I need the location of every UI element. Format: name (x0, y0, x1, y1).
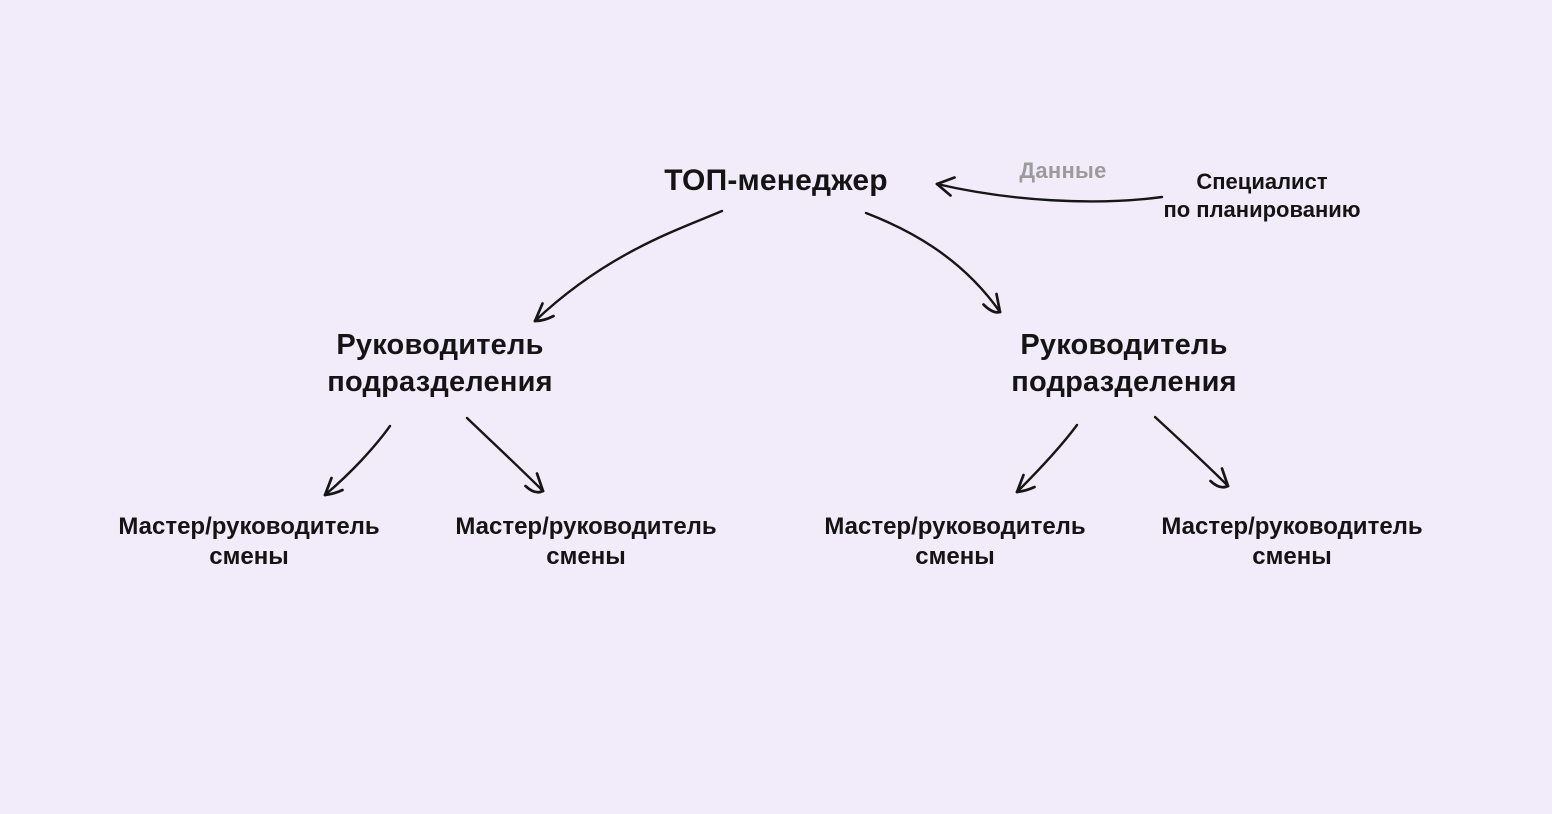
node-shift-master-2: Мастер/руководитель смены (455, 512, 716, 572)
shift-master-4-line1: Мастер/руководитель (1161, 513, 1423, 540)
shift-master-2-line1: Мастер/руководитель (455, 513, 717, 540)
arrow-leftdiv-to-master-2 (465, 416, 545, 494)
planner-line2: по планированию (1163, 197, 1361, 222)
shift-master-4-line2: смены (1252, 543, 1332, 570)
node-division-head-right: Руководитель подразделения (1011, 327, 1236, 401)
division-right-line1: Руководитель (1020, 329, 1228, 361)
node-planning-specialist: Специалист по планированию (1163, 168, 1360, 224)
shift-master-2-line2: смены (546, 543, 626, 570)
shift-master-3-line1: Мастер/руководитель (824, 513, 1086, 540)
arrow-leftdiv-to-master-1 (323, 424, 392, 497)
planner-line1: Специалист (1196, 169, 1328, 194)
division-right-line2: подразделения (1011, 366, 1237, 398)
arrow-top-to-left-division (533, 209, 724, 323)
node-shift-master-1: Мастер/руководитель смены (118, 512, 379, 572)
arrow-top-to-right-division (864, 211, 1002, 314)
arrow-rightdiv-to-master-4 (1153, 415, 1230, 489)
node-division-head-left: Руководитель подразделения (327, 327, 552, 401)
arrow-planner-to-top (935, 176, 1164, 203)
shift-master-3-line2: смены (915, 543, 995, 570)
shift-master-1-line1: Мастер/руководитель (118, 513, 380, 540)
division-left-line2: подразделения (327, 366, 553, 398)
node-top-manager: ТОП-менеджер (664, 164, 888, 197)
division-left-line1: Руководитель (336, 329, 544, 361)
node-shift-master-3: Мастер/руководитель смены (824, 512, 1085, 572)
arrow-rightdiv-to-master-3 (1015, 423, 1079, 494)
edge-label-data: Данные (1019, 158, 1107, 183)
node-shift-master-4: Мастер/руководитель смены (1161, 512, 1422, 572)
shift-master-1-line2: смены (209, 543, 289, 570)
